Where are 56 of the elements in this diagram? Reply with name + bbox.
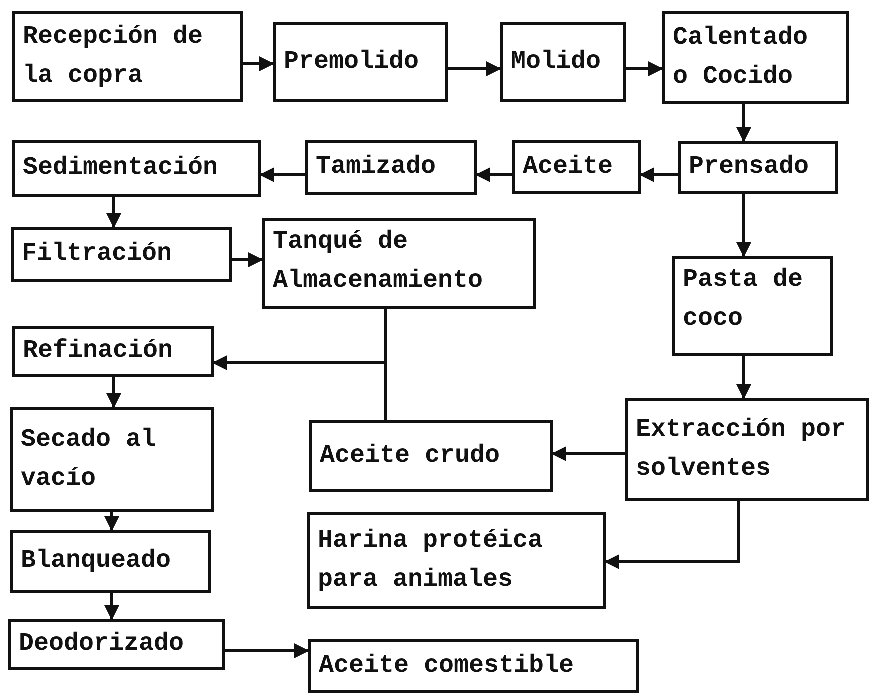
process-box bbox=[305, 140, 477, 195]
arrow bbox=[552, 446, 625, 462]
process-box bbox=[662, 11, 849, 104]
process-box bbox=[262, 218, 536, 309]
step-label: Pasta de coco bbox=[683, 264, 804, 335]
process-box bbox=[10, 407, 214, 512]
process-box bbox=[678, 141, 838, 194]
arrow bbox=[232, 252, 264, 268]
step-label: Aceite comestible bbox=[319, 650, 576, 682]
step-label: Prensado bbox=[689, 151, 810, 184]
process-box bbox=[12, 140, 261, 197]
arrow bbox=[448, 62, 502, 76]
arrow bbox=[476, 168, 512, 182]
step-label: Refinación bbox=[23, 335, 174, 368]
process-box bbox=[672, 256, 833, 356]
step-label: Premolido bbox=[284, 46, 420, 78]
process-box bbox=[512, 140, 641, 194]
arrow bbox=[225, 644, 310, 658]
process-box bbox=[500, 22, 626, 102]
process-box bbox=[309, 420, 553, 492]
process-box bbox=[12, 326, 214, 377]
step-label: Calentado o Cocido bbox=[673, 22, 810, 92]
arrow bbox=[604, 501, 740, 570]
step-label: Aceite crudo bbox=[320, 440, 502, 472]
arrow bbox=[736, 104, 752, 142]
arrow bbox=[736, 356, 752, 400]
process-box bbox=[12, 11, 243, 102]
arrow bbox=[212, 356, 388, 420]
arrow bbox=[736, 194, 752, 258]
step-label: Recepción de la copra bbox=[23, 20, 204, 92]
arrow bbox=[243, 56, 274, 72]
process-box bbox=[308, 639, 639, 693]
step-label: Aceite bbox=[523, 150, 614, 183]
step-label: Filtración bbox=[22, 238, 174, 270]
process-box bbox=[11, 227, 232, 282]
arrow bbox=[260, 168, 305, 182]
arrow bbox=[104, 512, 120, 532]
arrow bbox=[106, 377, 122, 408]
step-label: Deodorizado bbox=[19, 628, 186, 660]
step-label: Extracción por solventes bbox=[636, 414, 848, 484]
process-box bbox=[10, 530, 211, 593]
process-box bbox=[307, 512, 606, 609]
process-box bbox=[625, 398, 869, 501]
step-label: Molido bbox=[511, 46, 602, 78]
process-box bbox=[8, 619, 225, 670]
step-label: Secado al vacío bbox=[21, 424, 158, 494]
arrow bbox=[104, 593, 120, 620]
step-label: Harina protéica para animales bbox=[318, 524, 544, 596]
arrow bbox=[106, 197, 122, 228]
step-label: Tamizado bbox=[316, 151, 438, 184]
step-label: Tanqué de Almacenamiento bbox=[273, 226, 484, 297]
arrow bbox=[626, 62, 664, 76]
step-label: Blanqueado bbox=[21, 545, 172, 578]
process-box bbox=[273, 22, 448, 102]
arrow bbox=[640, 168, 678, 182]
step-label: Sedimentación bbox=[23, 152, 220, 184]
